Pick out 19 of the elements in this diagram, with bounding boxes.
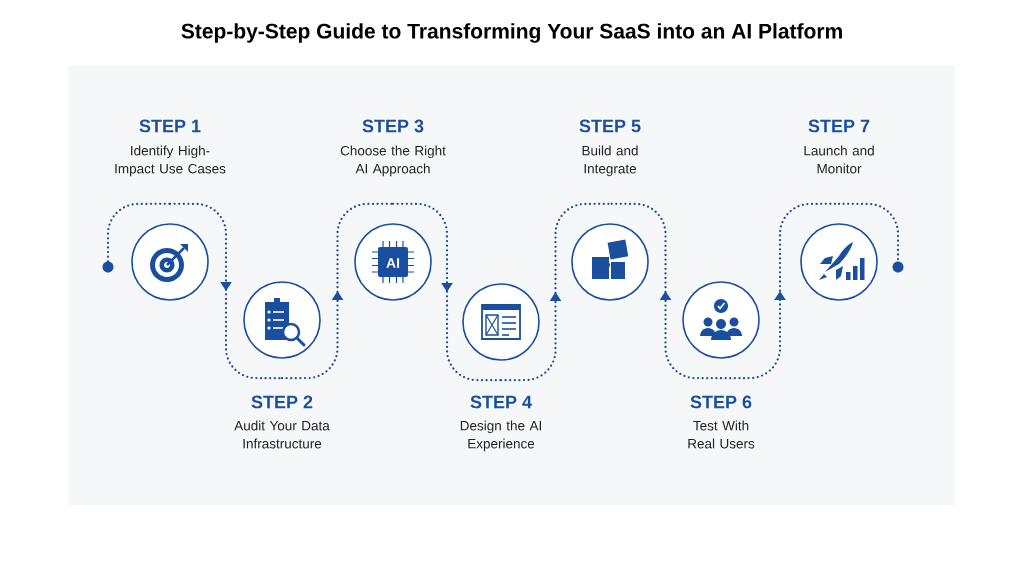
chip-label: AI	[386, 258, 400, 268]
dotted-arrow	[391, 202, 503, 382]
step-description: Build and Integrate	[582, 145, 638, 177]
step-description: Launch and Monitor	[804, 145, 874, 174]
title: Step-by-Step Guide to Transforming Your SaaS into an AI Platform	[181, 23, 842, 43]
step-description: Design the AI Experience	[460, 420, 541, 452]
step-heading: STEP 2	[251, 395, 313, 409]
step-heading: STEP 4	[470, 395, 532, 409]
step-description: Choose the Right AI Approach	[340, 145, 446, 177]
step-heading: STEP 6	[690, 395, 752, 409]
step-description: Identify High-Impact Use Cases	[115, 145, 226, 177]
step-heading: STEP 3	[362, 119, 424, 133]
dotted-arrow	[280, 202, 395, 380]
dotted-arrow	[499, 202, 612, 382]
step-heading: STEP 7	[808, 119, 870, 133]
step-description: Test With Real Users	[688, 420, 755, 449]
step-heading: STEP 1	[139, 119, 201, 133]
step-heading: STEP 5	[579, 119, 641, 133]
step-description: Audit Your Data Infrastructure	[234, 420, 330, 449]
